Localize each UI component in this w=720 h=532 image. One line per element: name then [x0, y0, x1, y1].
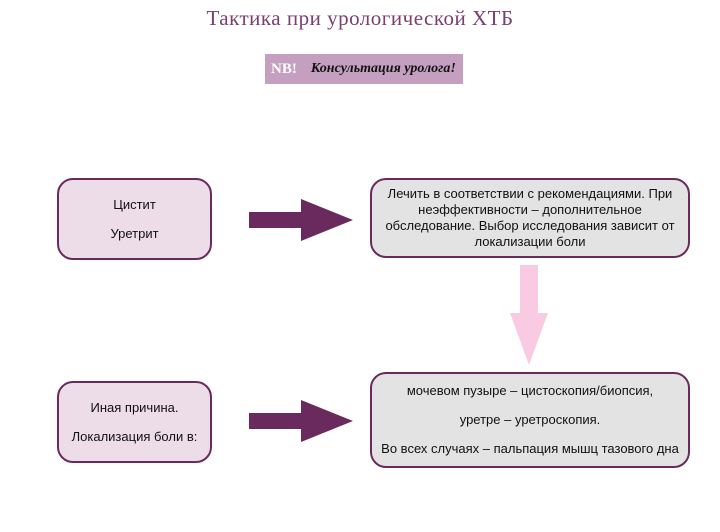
other-cause-box: Иная причина. Локализация боли в: — [57, 381, 212, 463]
nb-tag: NB! — [271, 60, 297, 77]
nb-message: Консультация уролога! — [310, 61, 456, 76]
right-arrow-icon — [249, 199, 353, 241]
exams-box: мочевом пузыре – цистоскопия/биопсия, ур… — [370, 372, 690, 468]
treatment-box: Лечить в соответствии с рекомендациями. … — [370, 178, 690, 258]
exam-pelvic-floor: Во всех случаях – пальпация мышц тазовог… — [381, 441, 679, 456]
exam-urethra: уретре – уретроскопия. — [459, 412, 601, 427]
down-arrow-icon — [510, 265, 548, 365]
conditions-box: Цистит Уретрит — [57, 178, 212, 260]
treatment-text: Лечить в соответствии с рекомендациями. … — [385, 186, 675, 249]
nb-banner: NB! Консультация уролога! — [265, 54, 463, 84]
other-cause-text: Иная причина. — [90, 399, 179, 415]
condition-urethritis: Уретрит — [110, 225, 159, 241]
right-arrow-icon — [249, 400, 353, 442]
condition-cystitis: Цистит — [113, 196, 156, 212]
slide-title: Тактика при урологической ХТБ — [206, 6, 514, 30]
pain-localization-text: Локализация боли в: — [71, 428, 198, 444]
exam-bladder: мочевом пузыре – цистоскопия/биопсия, — [406, 383, 654, 398]
